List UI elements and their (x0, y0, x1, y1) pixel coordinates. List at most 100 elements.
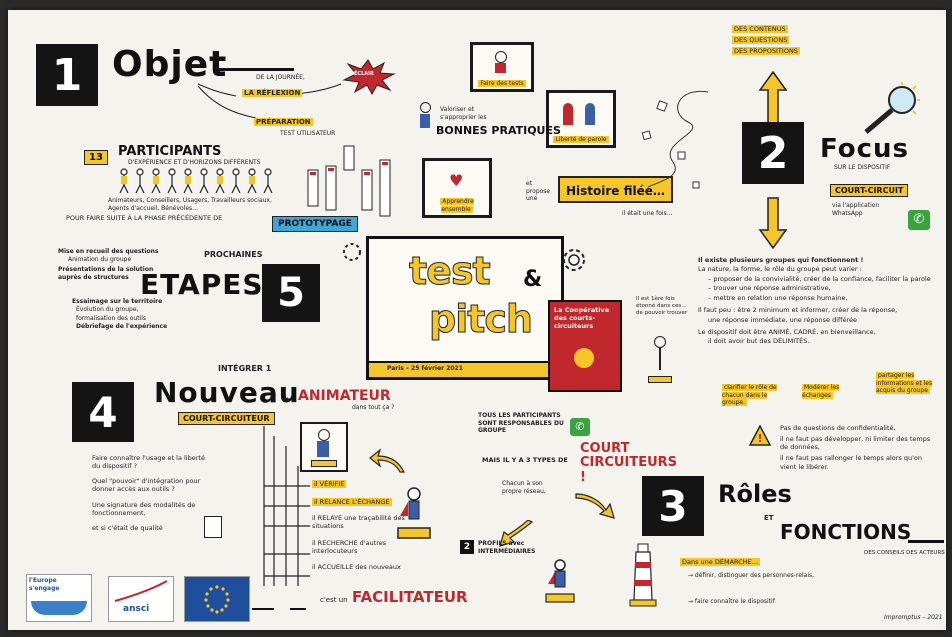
section-1-subtitle: DE LA JOURNÉE, (256, 74, 305, 81)
focus-bullet: une réponse immédiate, une réponse diffé… (708, 315, 858, 324)
profil-label: PROFILS avec INTERMÉDIAIRES (478, 540, 536, 555)
focus-bullet: – proposer de la convivialité, créer de … (708, 274, 931, 283)
logo-europe-sengage-text: l'Europe s'engage (29, 577, 60, 592)
gear-icon (563, 249, 585, 271)
objet-item-reflexion: LA RÉFLEXION (242, 89, 303, 98)
nouveau-question: Quel "pouvoir" d'intégration pour donner… (92, 477, 201, 494)
focus-warning: il ne faut pas rallonger le temps alors … (780, 454, 923, 471)
frame-liberte-person-b (585, 103, 595, 125)
section-3-title: Rôles (718, 480, 792, 508)
objet-item-preparation-text: PRÉPARATION (254, 118, 313, 126)
focus-pre-list: DES CONTENUS DES QUESTIONS DES PROPOSITI… (732, 24, 800, 57)
participants-subtitle: D'EXPÉRIENCE ET D'HORIZONS DIFFÉRENTS (128, 159, 261, 166)
animateur-action: il ACCUEILLE des nouveaux (312, 562, 401, 571)
focus-pre-item: DES PROPOSITIONS (732, 47, 800, 56)
demarche-lead: Dans une DÉMARCHE… (680, 558, 761, 566)
participants-figures (119, 168, 273, 194)
animateur-action: il RECHERCHE d'autres interlocuteurs (312, 538, 387, 555)
logo-divider (252, 608, 274, 610)
frame-liberte: Liberté de parole (546, 90, 616, 148)
logo-europe-wave (31, 601, 87, 615)
doodle-squiggle (641, 90, 709, 189)
frame-apprendre: Apprendre ensemble ♥ (422, 158, 492, 218)
prototypage-lead: POUR FAIRE SUITE À LA PHASE PRÉCÉDENTE D… (66, 214, 223, 222)
date-ribbon: Paris – 25 février 2021 (369, 361, 561, 377)
court-circuiteur-badge: COURT-CIRCUITEUR (178, 412, 275, 425)
animateur-action: il RELAYE une traçabilité des situations (312, 514, 405, 531)
section-4-title: Nouveau (154, 376, 300, 409)
focus-bullet: Il existe plusieurs groupes qui fonction… (698, 256, 864, 264)
histoire-label: Histoire filée… (566, 184, 665, 198)
bulb-icon (574, 348, 594, 368)
document-icon (204, 516, 222, 538)
etape-item: Présentations de la solution auprès de s… (58, 266, 154, 282)
focus-warning: il ne faut pas développer, ni limiter de… (780, 435, 931, 452)
starburst-label: ÉCLAIR (354, 71, 374, 77)
section-2-number: 2 (742, 122, 804, 184)
arrow-left-icon (369, 448, 405, 473)
frame-tests-figure (495, 51, 507, 63)
pitch-word: pitch (429, 297, 534, 342)
hero-figure (397, 487, 431, 539)
focus-bullet: La nature, la forme, le rôle du groupe p… (698, 265, 862, 274)
histoire-box: Histoire filée… (558, 176, 673, 203)
histoire-tail: il était une fois… (622, 210, 673, 217)
section-1-number: 1 (36, 44, 98, 106)
poster: 1 Objet DE LA JOURNÉE, ÉCLAIR LA RÉFLEXI… (8, 10, 946, 630)
section-5-title: ETAPES (140, 268, 264, 301)
focus-role-3: partager les informations et les acquis … (876, 372, 933, 394)
focus-bullet: Le dispositif doit être ANIMÉ, CADRÉ, en… (698, 327, 876, 336)
book-title: La Coopérative des courts-circuiteurs (554, 306, 610, 331)
objet-item-preparation: PRÉPARATION (254, 118, 313, 127)
animateur-post: dans tout ça ? (352, 404, 395, 411)
etape-item: Mise en recueil des questions (58, 248, 159, 255)
animateur-action: il VÉRIFIE (312, 480, 347, 488)
arrow-up-icon (758, 70, 788, 125)
logo-ansci: ansci (108, 576, 174, 622)
section-4-number: 4 (72, 382, 134, 442)
section-3-title-2: FONCTIONS (780, 520, 912, 544)
focus-warning: Pas de questions de confidentialité, (780, 424, 896, 432)
nouveau-question: Faire connaître l'usage et la liberté du… (92, 454, 205, 471)
starburst-icon (342, 59, 396, 96)
test-word: test (409, 249, 492, 294)
demarche-item: → définir, distinguer des personnes-rela… (688, 572, 815, 579)
objet-item-test: TEST UTILISATEUR (280, 130, 336, 137)
facilitateur-underline (290, 608, 306, 610)
warning-icon: ! (748, 424, 772, 446)
logo-ansci-text: ansci (123, 603, 150, 614)
section-2-title: Focus (820, 134, 909, 164)
focus-role-2: Modérer les échanges (802, 384, 840, 399)
section-5-pre: PROCHAINES (204, 250, 263, 259)
prototype-columns (307, 145, 391, 217)
focus-bullet: – mettre en relation une réponse humaine… (708, 293, 848, 302)
date-text: Paris – 25 février 2021 (387, 365, 463, 372)
bonnes-pratiques-figure (418, 102, 432, 138)
participants-names: Animateurs, Conseillers, Usagers, Travai… (108, 197, 272, 212)
focus-bullet: Il faut peu : être 2 minimum et informer… (698, 306, 898, 315)
ampersand: & (523, 267, 543, 292)
frame-liberte-person-a (563, 103, 573, 125)
whatsapp-caption: via l'application WhatsApp (832, 202, 880, 217)
etape-item: Animation du groupe (68, 256, 132, 264)
facilitateur-pre: c'est un (320, 596, 348, 604)
etape-item: Essaimage sur le territoire (72, 298, 163, 306)
focus-pre-item: DES QUESTIONS (732, 36, 790, 45)
facilitateur-label: FACILITATEUR (352, 588, 468, 606)
nouveau-questions: Faire connaître l'usage et la liberté du… (92, 454, 212, 532)
court-circuit-badge: COURT-CIRCUIT (830, 184, 909, 197)
lighthouse-icon (629, 543, 657, 607)
small-hero-figure (545, 559, 575, 603)
section-1-underline (214, 68, 294, 71)
section-3-et: ET (764, 514, 774, 522)
whatsapp-icon-small: ✆ (570, 418, 590, 436)
etape-item: Évolution du groupe, formalisation des o… (76, 306, 147, 322)
frame-liberte-label: Liberté de parole (553, 135, 609, 143)
arrow-right-icon (575, 493, 615, 519)
arrow-down-left-icon (499, 520, 534, 547)
frame-tests-label: Faire des tests (478, 79, 526, 87)
animateur-body (317, 441, 329, 457)
prototypage-badge: PROTOTYPAGE (272, 216, 358, 232)
bonnes-pratiques-lead: Valoriser et s'approprier les (440, 106, 487, 121)
nouveau-question: et si c'était de qualité (92, 523, 163, 532)
